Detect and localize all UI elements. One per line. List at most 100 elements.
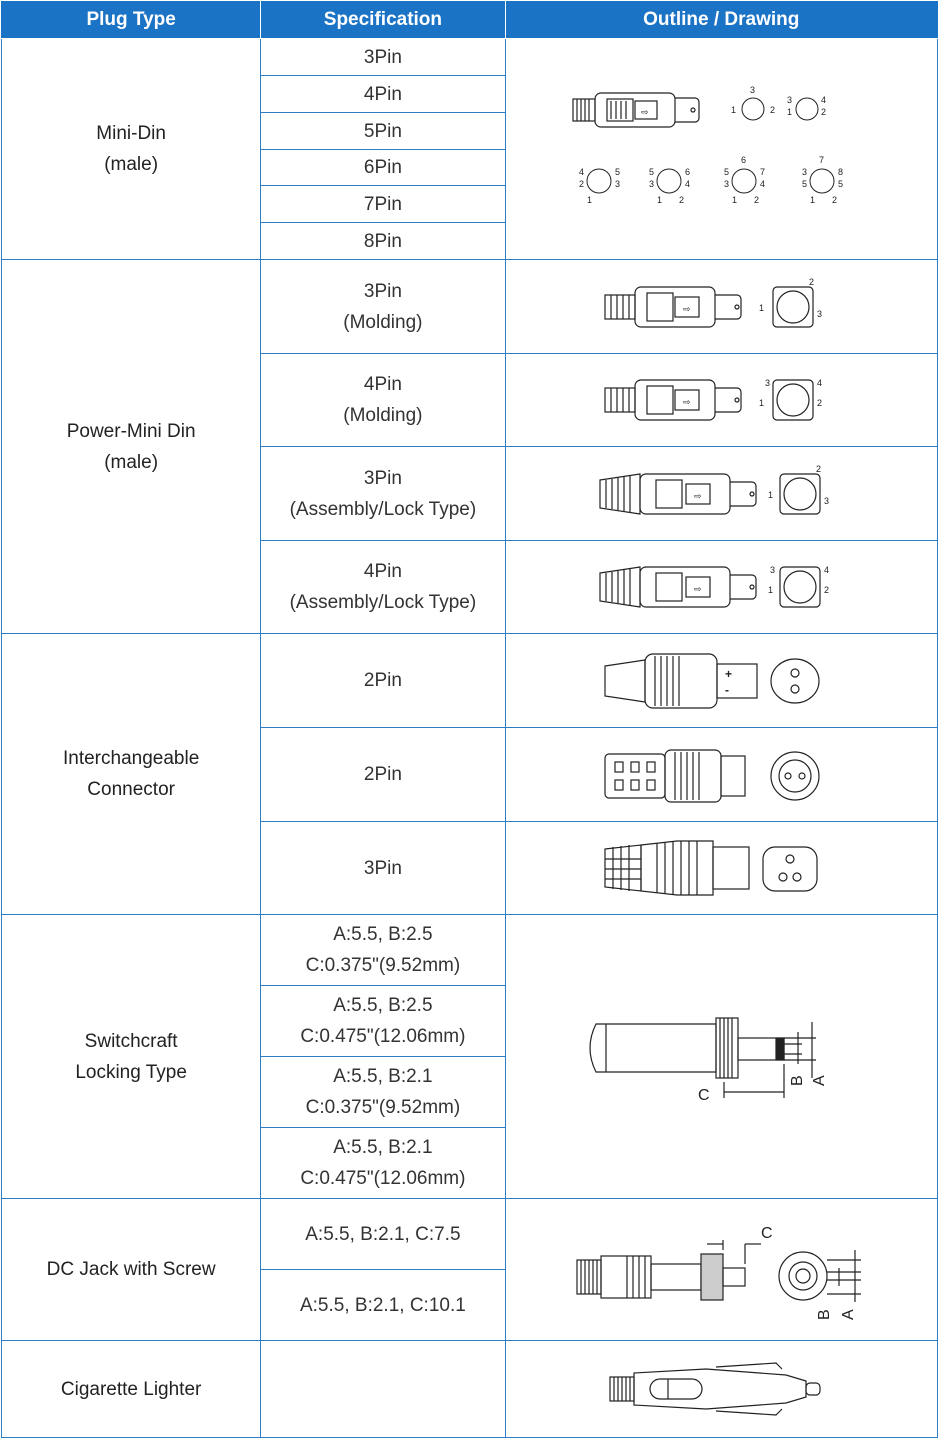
- svg-text:2: 2: [579, 179, 584, 189]
- svg-text:4: 4: [817, 378, 822, 388]
- power-din-4pin-lock-drawing: ⇨ 3 4 1 2: [599, 565, 829, 608]
- svg-text:2: 2: [824, 585, 829, 595]
- svg-text:6: 6: [685, 167, 690, 177]
- svg-text:4: 4: [821, 95, 826, 105]
- spec-cell: 4Pin(Molding): [260, 353, 506, 447]
- plug-type-name: Power-Mini Din: [66, 420, 196, 442]
- svg-text:3: 3: [750, 85, 755, 95]
- svg-text:2: 2: [679, 195, 684, 205]
- svg-text:3: 3: [770, 565, 775, 575]
- header-row: Plug Type Specification Outline / Drawin…: [0, 1, 939, 39]
- svg-text:2: 2: [832, 195, 837, 205]
- svg-text:3: 3: [802, 167, 807, 177]
- svg-text:3: 3: [724, 179, 729, 189]
- svg-text:5: 5: [649, 167, 654, 177]
- spec-cell: 8Pin: [260, 222, 506, 260]
- plug-type-sub: Locking Type: [75, 1061, 187, 1083]
- spec-cell: 6Pin: [260, 149, 506, 186]
- svg-text:4: 4: [824, 565, 829, 575]
- drawing-cell: + -: [504, 633, 939, 728]
- table-row: DC Jack with Screw A:5.5, B:2.1, C:7.5: [0, 1198, 939, 1341]
- svg-text:3: 3: [615, 179, 620, 189]
- plug-type-cell: Interchangeable Connector: [0, 633, 262, 915]
- svg-text:⇨: ⇨: [694, 491, 702, 501]
- svg-text:C: C: [761, 1225, 773, 1242]
- svg-text:2: 2: [817, 398, 822, 408]
- spec-cell: A:5.5, B:2.1, C:7.5: [260, 1198, 506, 1270]
- spec-cell: 2Pin: [260, 633, 506, 728]
- svg-text:2: 2: [770, 105, 775, 115]
- plug-type-name: Mini-Din: [96, 123, 166, 144]
- drawing-cell: ⇨ 3 4 1 2: [504, 540, 939, 634]
- svg-text:A: A: [811, 1075, 828, 1086]
- svg-text:C: C: [698, 1087, 710, 1104]
- cigarette-lighter-drawing: [609, 1362, 821, 1416]
- plug-type-sub: (male): [104, 451, 159, 473]
- spec-cell: 3Pin: [260, 38, 506, 76]
- svg-text:1: 1: [759, 398, 764, 408]
- svg-text:5: 5: [615, 167, 620, 177]
- spec-cell: 3Pin: [260, 821, 506, 915]
- svg-text:A: A: [840, 1309, 857, 1320]
- interchangeable-2pin-b-drawing: [604, 748, 820, 803]
- table-row: 4Pin(Molding) ⇨ 3 4 1 2: [2, 353, 939, 447]
- svg-text:2: 2: [754, 195, 759, 205]
- header-specification: Specification: [260, 1, 506, 39]
- svg-text:7: 7: [819, 155, 824, 165]
- drawing-cell: ⇨ 3 4 1 2: [504, 353, 939, 447]
- spec-cell: 2Pin: [260, 727, 506, 822]
- svg-text:5: 5: [838, 179, 843, 189]
- spec-cell: A:5.5, B:2.1, C:10.1: [260, 1269, 506, 1341]
- svg-text:3: 3: [787, 95, 792, 105]
- power-din-3pin-lock-drawing: ⇨ 2 1 3: [599, 464, 829, 515]
- header-outline: Outline / Drawing: [504, 1, 939, 39]
- drawing-cell: C B A: [504, 914, 939, 1199]
- svg-text:B: B: [789, 1075, 806, 1086]
- table-row: 3Pin(Assembly/Lock Type) ⇨ 2 1 3: [2, 446, 939, 541]
- plug-type-name: Switchcraft: [84, 1030, 178, 1052]
- svg-text:5: 5: [802, 179, 807, 189]
- svg-text:2: 2: [809, 277, 814, 287]
- svg-text:1: 1: [657, 195, 662, 205]
- svg-text:3: 3: [824, 496, 829, 506]
- svg-text:1: 1: [768, 585, 773, 595]
- svg-text:B: B: [816, 1309, 833, 1320]
- svg-text:5: 5: [724, 167, 729, 177]
- svg-text:8: 8: [838, 167, 843, 177]
- svg-text:3: 3: [765, 378, 770, 388]
- drawing-cell: ⇨ 2 1 3: [504, 259, 939, 354]
- svg-text:⇨: ⇨: [683, 304, 691, 314]
- switchcraft-drawing: C B A: [589, 1016, 828, 1104]
- power-din-4pin-drawing: ⇨ 3 4 1 2: [604, 378, 822, 421]
- table-row: Power-Mini Din (male) 3Pin(Molding) ⇨ 2 …: [0, 259, 939, 634]
- table-row: A:5.5, B:2.1, C:10.1: [2, 1269, 938, 1341]
- table-row: Mini-Din (male) 3Pin ⇨ 3: [0, 38, 939, 260]
- svg-text:1: 1: [732, 195, 737, 205]
- header-plug-type: Plug Type: [0, 1, 262, 39]
- drawing-cell: [504, 727, 939, 822]
- spec-cell: 5Pin: [260, 112, 506, 150]
- power-din-3pin-drawing: ⇨ 2 1 3: [604, 277, 822, 328]
- spec-cell: 4Pin: [260, 75, 506, 113]
- table-row: Cigarette Lighter: [0, 1340, 939, 1438]
- svg-text:+: +: [725, 667, 732, 681]
- spec-cell: 4Pin(Assembly/Lock Type): [260, 540, 506, 634]
- mini-din-drawing: ⇨ 3 1 2 3 4 1 2 4 5 2 3: [572, 85, 843, 205]
- svg-text:1: 1: [759, 303, 764, 313]
- svg-text:2: 2: [816, 464, 821, 474]
- svg-text:4: 4: [760, 179, 765, 189]
- svg-text:2: 2: [821, 107, 826, 117]
- drawing-cell: [504, 821, 939, 915]
- spec-cell: [260, 1340, 506, 1438]
- interchangeable-2pin-a-drawing: + -: [604, 652, 820, 709]
- plug-type-cell: DC Jack with Screw: [0, 1198, 262, 1341]
- svg-text:1: 1: [787, 107, 792, 117]
- svg-text:-: -: [725, 683, 729, 697]
- interchangeable-3pin-drawing: [604, 840, 818, 896]
